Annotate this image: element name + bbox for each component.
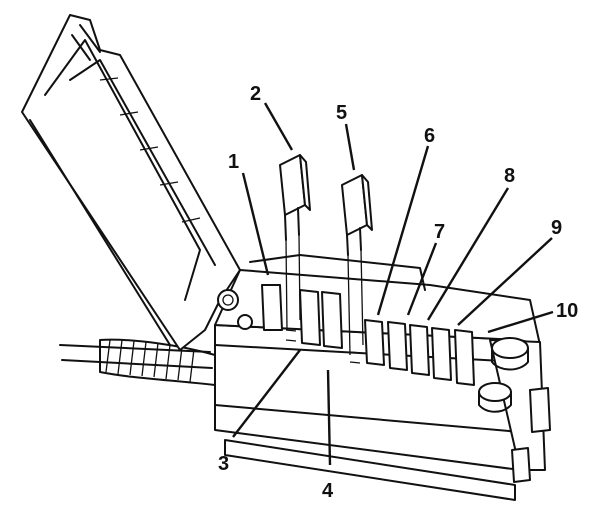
leader-6 xyxy=(376,145,430,316)
callout-3: 3 xyxy=(218,453,229,475)
leader-8 xyxy=(426,187,510,321)
callout-labels: 1 2 3 4 5 6 7 8 9 10 xyxy=(218,83,578,502)
leader-7 xyxy=(406,242,438,316)
callout-2: 2 xyxy=(250,83,261,105)
callout-4: 4 xyxy=(322,480,334,502)
leader-3 xyxy=(232,349,301,438)
leader-10 xyxy=(487,310,554,334)
leader-lines xyxy=(232,102,554,466)
installed-fuses xyxy=(261,284,475,386)
leader-4 xyxy=(326,369,332,466)
callout-9: 9 xyxy=(551,217,562,239)
leader-1 xyxy=(241,172,270,276)
removed-fuse-2 xyxy=(279,154,311,331)
wire-harness xyxy=(59,338,216,386)
leader-5 xyxy=(344,123,356,171)
leader-2 xyxy=(263,102,294,151)
leader-9 xyxy=(457,237,553,326)
callout-7: 7 xyxy=(434,221,445,243)
fuse-box-lid xyxy=(21,14,241,351)
callout-1: 1 xyxy=(228,151,239,173)
callout-8: 8 xyxy=(504,165,515,187)
callout-10: 10 xyxy=(556,300,578,322)
removed-fuse-5 xyxy=(341,174,373,356)
callout-5: 5 xyxy=(336,102,347,124)
callout-6: 6 xyxy=(424,125,435,147)
